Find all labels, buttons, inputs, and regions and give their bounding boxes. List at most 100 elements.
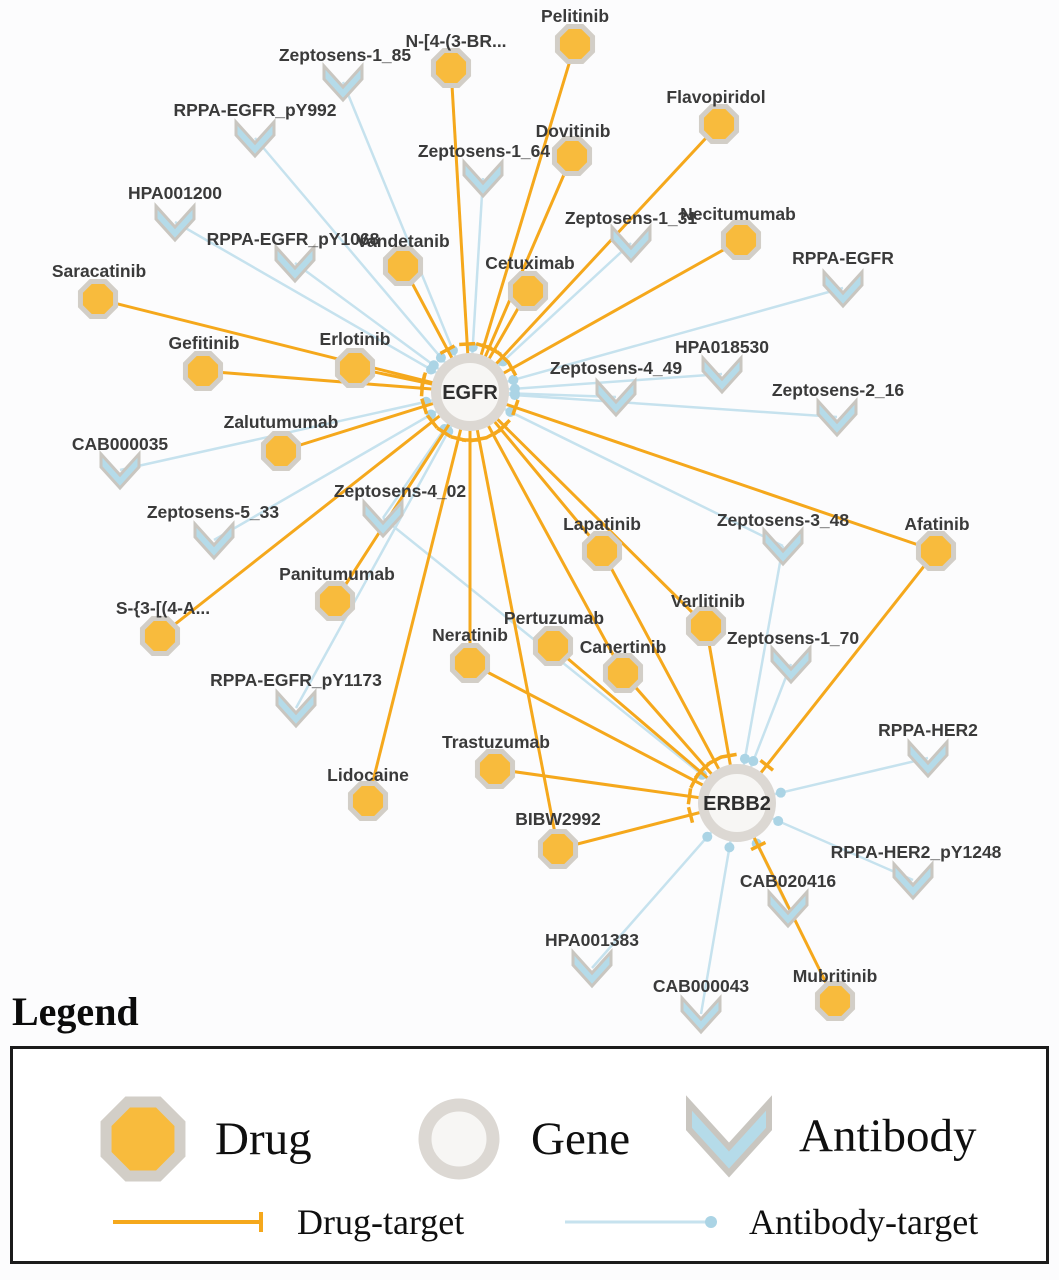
drug-node-bibw2992[interactable] <box>537 828 579 870</box>
drug-icon <box>554 23 596 65</box>
drug-icon <box>139 615 181 657</box>
node-label: Mubritinib <box>793 966 878 986</box>
antibody-node-zeptosens-1-85[interactable] <box>322 62 364 103</box>
drug-node-canertinib[interactable] <box>602 652 644 694</box>
drug-node-zalutumumab[interactable] <box>260 430 302 472</box>
antibody-icon <box>892 860 934 901</box>
legend-item-drug: Drug <box>93 1089 312 1189</box>
antibody-node-hpa001200[interactable] <box>154 202 196 243</box>
inhibition-tee <box>686 806 695 824</box>
inhibition-tee <box>511 399 520 416</box>
drug-node-gefitinib[interactable] <box>182 350 224 392</box>
node-label: Trastuzumab <box>442 732 550 752</box>
antibody-node-rppa-egfr-py1173[interactable] <box>275 688 317 729</box>
drug-icon <box>347 780 389 822</box>
legend-gene-label: Gene <box>531 1113 631 1165</box>
node-label: Neratinib <box>432 625 508 645</box>
node-label: RPPA-EGFR_pY992 <box>173 100 336 120</box>
drug-node-varlitinib[interactable] <box>685 605 727 647</box>
inhibition-tee <box>486 344 502 356</box>
node-label: Zeptosens-4_02 <box>334 481 467 501</box>
drug-node-trastuzumab[interactable] <box>474 748 516 790</box>
inhibition-tee <box>485 428 501 440</box>
drug-node-vandetanib[interactable] <box>382 245 424 287</box>
drug-node-n-4-3-br[interactable] <box>430 47 472 89</box>
inhibition-tee <box>419 374 427 391</box>
antibody-icon <box>762 526 804 567</box>
node-label: RPPA-EGFR_pY1068 <box>207 229 380 249</box>
gene-node-erbb2[interactable]: ERBB2 <box>698 764 776 842</box>
antibody-icon <box>822 268 864 309</box>
drug-target-edge <box>159 390 471 638</box>
node-label: CAB020416 <box>740 871 837 891</box>
drug-node-lapatinib[interactable] <box>581 530 623 572</box>
drug-node-lidocaine[interactable] <box>347 780 389 822</box>
drug-node-mubritinib[interactable] <box>814 980 856 1022</box>
drug-node-s-3-4-a[interactable] <box>139 615 181 657</box>
antibody-node-hpa001383[interactable] <box>571 948 613 989</box>
antibody-edge-dot <box>509 390 520 401</box>
antibody-icon <box>816 397 858 438</box>
node-label: Zeptosens-1_64 <box>418 141 551 161</box>
drug-icon <box>260 430 302 472</box>
drug-node-neratinib[interactable] <box>449 642 491 684</box>
antibody-node-rppa-her2-py1248[interactable] <box>892 860 934 901</box>
node-label: RPPA-HER2 <box>878 720 978 740</box>
drug-node-dovitinib[interactable] <box>551 135 593 177</box>
antibody-node-zeptosens-3-48[interactable] <box>762 526 804 567</box>
antibody-node-rppa-egfr-py992[interactable] <box>234 118 276 159</box>
drug-node-necitumumab[interactable] <box>720 219 762 261</box>
drug-node-flavopiridol[interactable] <box>698 103 740 145</box>
antibody-node-zeptosens-4-02[interactable] <box>362 498 404 539</box>
legend-box: Drug Gene Antibody Drug-target <box>10 1046 1049 1264</box>
inhibition-tee <box>506 360 518 377</box>
drug-target-edge <box>97 297 471 394</box>
antibody-node-zeptosens-1-70[interactable] <box>770 644 812 685</box>
node-label: Zeptosens-1_85 <box>279 45 412 65</box>
drug-target-edge <box>468 391 625 674</box>
node-label: Panitumumab <box>279 564 395 584</box>
drug-node-pertuzumab[interactable] <box>532 625 574 667</box>
antibody-node-hpa018530[interactable] <box>701 354 743 395</box>
antibody-node-rppa-egfr[interactable] <box>822 268 864 309</box>
antibody-node-zeptosens-1-31[interactable] <box>610 223 652 264</box>
drug-node-erlotinib[interactable] <box>334 347 376 389</box>
inhibition-tee <box>686 788 693 805</box>
node-label: Lapatinib <box>563 514 641 534</box>
drug-icon <box>685 605 727 647</box>
antibody-node-rppa-her2[interactable] <box>907 738 949 779</box>
antibody-icon <box>610 223 652 264</box>
drug-target-edge <box>494 767 738 805</box>
antibody-node-cab020416[interactable] <box>767 888 809 929</box>
drug-icon <box>720 219 762 261</box>
antibody-node-zeptosens-4-49[interactable] <box>595 377 637 418</box>
antibody-edge-dot <box>428 360 439 371</box>
antibody-node-rppa-egfr-py1068[interactable] <box>274 243 316 284</box>
drug-node-afatinib[interactable] <box>915 530 957 572</box>
drug-node-pelitinib[interactable] <box>554 23 596 65</box>
drug-node-saracatinib[interactable] <box>77 278 119 320</box>
drug-node-cetuximab[interactable] <box>507 270 549 312</box>
gene-node-egfr[interactable]: EGFR <box>431 353 509 431</box>
antibody-node-cab000043[interactable] <box>680 994 722 1035</box>
inhibition-tee <box>759 758 775 772</box>
node-label: Necitumumab <box>680 204 796 224</box>
legend-antibody-target-label: Antibody-target <box>749 1202 979 1242</box>
antibody-icon <box>154 202 196 243</box>
drug-node-panitumumab[interactable] <box>314 580 356 622</box>
drug-icon <box>182 350 224 392</box>
antibody-node-cab000035[interactable] <box>99 450 141 491</box>
node-label: Flavopiridol <box>666 87 765 107</box>
node-label: Pelitinib <box>541 6 609 26</box>
antibody-target-edge <box>341 81 472 393</box>
gene-legend-icon <box>418 1098 500 1180</box>
inhibition-tee <box>420 398 429 415</box>
antibody-edge-dot <box>508 374 519 385</box>
antibody-node-zeptosens-2-16[interactable] <box>816 397 858 438</box>
antibody-icon <box>322 62 364 103</box>
node-label: Pertuzumab <box>504 608 604 628</box>
antibody-icon <box>701 354 743 395</box>
antibody-node-zeptosens-1-64[interactable] <box>462 158 504 199</box>
antibody-node-zeptosens-5-33[interactable] <box>193 520 235 561</box>
inhibition-tee <box>470 435 488 443</box>
